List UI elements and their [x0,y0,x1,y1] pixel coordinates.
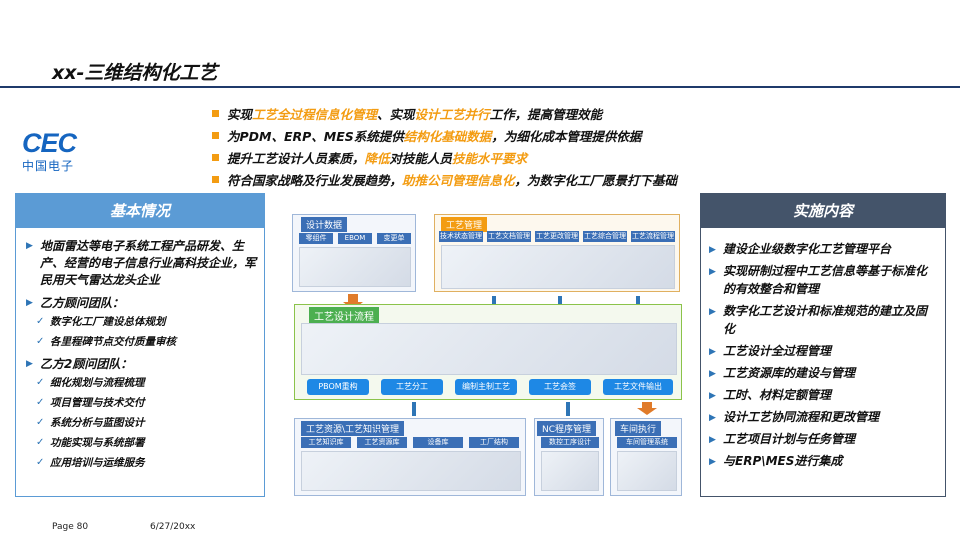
process-diagram: 设计数据 零组件 EBOM 变更单 工艺管理 技术状态管理 工艺文档管理 工艺更… [290,210,690,500]
nc-title: NC程序管理 [537,421,597,436]
nc-tab: 数控工序设计 [541,437,599,448]
design-flow-title: 工艺设计流程 [309,307,379,324]
process-tab: 工艺更改管理 [535,231,579,242]
bullet-text: 、实现 [377,106,415,122]
implementation-panel: 实施内容 建设企业级数字化工艺管理平台 实现研制过程中工艺信息等基于标准化的有效… [700,193,946,497]
design-tab: 零组件 [299,233,333,244]
square-bullet-icon [212,109,219,117]
design-data-box: 设计数据 零组件 EBOM 变更单 [292,214,416,292]
resource-tab: 工艺资源库 [357,437,407,448]
implementation-item: 实现研制过程中工艺信息等基于标准化的有效整合和管理 [709,262,937,298]
double-arrow-icon [566,402,570,416]
process-tab: 工艺流程管理 [631,231,675,242]
arrow-down-icon [637,408,657,415]
process-mgmt-title: 工艺管理 [441,217,488,232]
cec-logo: CEC 中国电子 [22,128,92,188]
bullet-text: ，为细化成本管理提供依据 [491,128,642,144]
top-bullet-list: 实现工艺全过程信息化管理、实现设计工艺并行工作，提高管理效能 为PDM、ERP、… [212,102,772,190]
workshop-title: 车间执行 [615,421,662,436]
bullet-text: 工作，提高管理效能 [489,106,603,122]
logo-cn: 中国电子 [22,159,75,173]
design-tab: 变更单 [377,233,411,244]
top-bullet: 实现工艺全过程信息化管理、实现设计工艺并行工作，提高管理效能 [212,102,772,124]
flow-screenshot [301,323,677,375]
process-tab: 技术状态管理 [439,231,483,242]
flow-step: 工艺会签 [529,379,591,395]
title-divider [0,86,960,88]
resource-tab: 设备库 [413,437,463,448]
team1-title: 乙方顾问团队： [26,295,256,312]
bullet-highlight: 降低 [364,150,390,166]
team2-item: 功能实现与系统部署 [26,433,256,453]
process-screenshot [441,245,675,289]
company-description: 地面雷达等电子系统工程产品研发、生产、经营的电子信息行业高科技企业，军民用天气雷… [26,238,256,289]
team1-item: 数字化工厂建设总体规划 [26,312,256,332]
design-tab: EBOM [338,233,372,244]
implementation-item: 工艺设计全过程管理 [709,342,937,361]
arrow-down-icon [642,402,652,408]
flow-step: PBOM重构 [307,379,369,395]
process-mgmt-box: 工艺管理 技术状态管理 工艺文档管理 工艺更改管理 工艺综合管理 工艺流程管理 [434,214,680,292]
bullet-highlight: 工艺全过程信息化管理 [252,106,378,122]
top-bullet: 为PDM、ERP、MES系统提供结构化基础数据，为细化成本管理提供依据 [212,124,772,146]
implementation-item: 工时、材料定额管理 [709,386,937,405]
top-bullet: 符合国家战略及行业发展趋势，助推公司管理信息化，为数字化工厂愿景打下基础 [212,168,772,190]
bullet-text: 符合国家战略及行业发展趋势， [227,172,403,188]
double-arrow-icon [412,402,416,416]
implementation-item: 建设企业级数字化工艺管理平台 [709,240,937,259]
page-number: Page 80 [52,522,89,532]
bullet-text: 为PDM、ERP、MES系统提供 [227,128,404,144]
bullet-text: 实现 [227,106,253,122]
arrow-down-icon [348,294,358,302]
flow-step: 工艺文件输出 [603,379,673,395]
bullet-highlight: 设计工艺并行 [414,106,490,122]
resource-tab: 工厂结构 [469,437,519,448]
design-screenshot [299,247,411,287]
design-flow-box: 工艺设计流程 PBOM重构 工艺分工 编制主制工艺 工艺会签 工艺文件输出 [294,304,682,400]
basic-info-header: 基本情况 [16,194,264,228]
team2-title: 乙方2顾问团队： [26,356,256,373]
design-data-title: 设计数据 [301,217,348,232]
square-bullet-icon [212,131,219,139]
implementation-item: 设计工艺协同流程和更改管理 [709,408,937,427]
team2-item: 项目管理与技术交付 [26,393,256,413]
footer-date: 6/27/20xx [150,522,196,532]
square-bullet-icon [212,175,219,183]
nc-box: NC程序管理 数控工序设计 [534,418,604,496]
team2-item: 应用培训与运维服务 [26,453,256,473]
workshop-screenshot [617,451,677,491]
flow-step: 工艺分工 [381,379,443,395]
nc-screenshot [541,451,599,491]
implementation-header: 实施内容 [701,194,945,228]
implementation-item: 数字化工艺设计和标准规范的建立及固化 [709,302,937,338]
bullet-text: 提升工艺设计人员素质， [227,150,365,166]
implementation-item: 与ERP\MES进行集成 [709,452,937,471]
team2-item: 细化规划与流程梳理 [26,373,256,393]
bullet-text: ，为数字化工厂愿景打下基础 [514,172,678,188]
flow-step: 编制主制工艺 [455,379,517,395]
top-bullet: 提升工艺设计人员素质，降低对技能人员技能水平要求 [212,146,772,168]
implementation-item: 工艺项目计划与任务管理 [709,430,937,449]
bullet-text: 对技能人员 [389,150,453,166]
team2-item: 系统分析与蓝图设计 [26,413,256,433]
square-bullet-icon [212,153,219,161]
process-tab: 工艺文档管理 [487,231,531,242]
bullet-highlight: 结构化基础数据 [403,128,492,144]
page-title: xx-三维结构化工艺 [52,62,218,84]
workshop-box: 车间执行 车间管理系统 [610,418,682,496]
resource-screenshot [301,451,521,491]
implementation-item: 工艺资源库的建设与管理 [709,364,937,383]
basic-info-panel: 基本情况 地面雷达等电子系统工程产品研发、生产、经营的电子信息行业高科技企业，军… [15,193,265,497]
bullet-highlight: 助推公司管理信息化 [402,172,515,188]
resource-box: 工艺资源\工艺知识管理 工艺知识库 工艺资源库 设备库 工厂结构 [294,418,526,496]
team1-item: 各里程碑节点交付质量审核 [26,332,256,352]
resource-tab: 工艺知识库 [301,437,351,448]
resource-title: 工艺资源\工艺知识管理 [301,421,405,436]
process-tab: 工艺综合管理 [583,231,627,242]
logo-brand: CEC [22,128,77,158]
bullet-highlight: 技能水平要求 [452,150,528,166]
workshop-tab: 车间管理系统 [617,437,677,448]
